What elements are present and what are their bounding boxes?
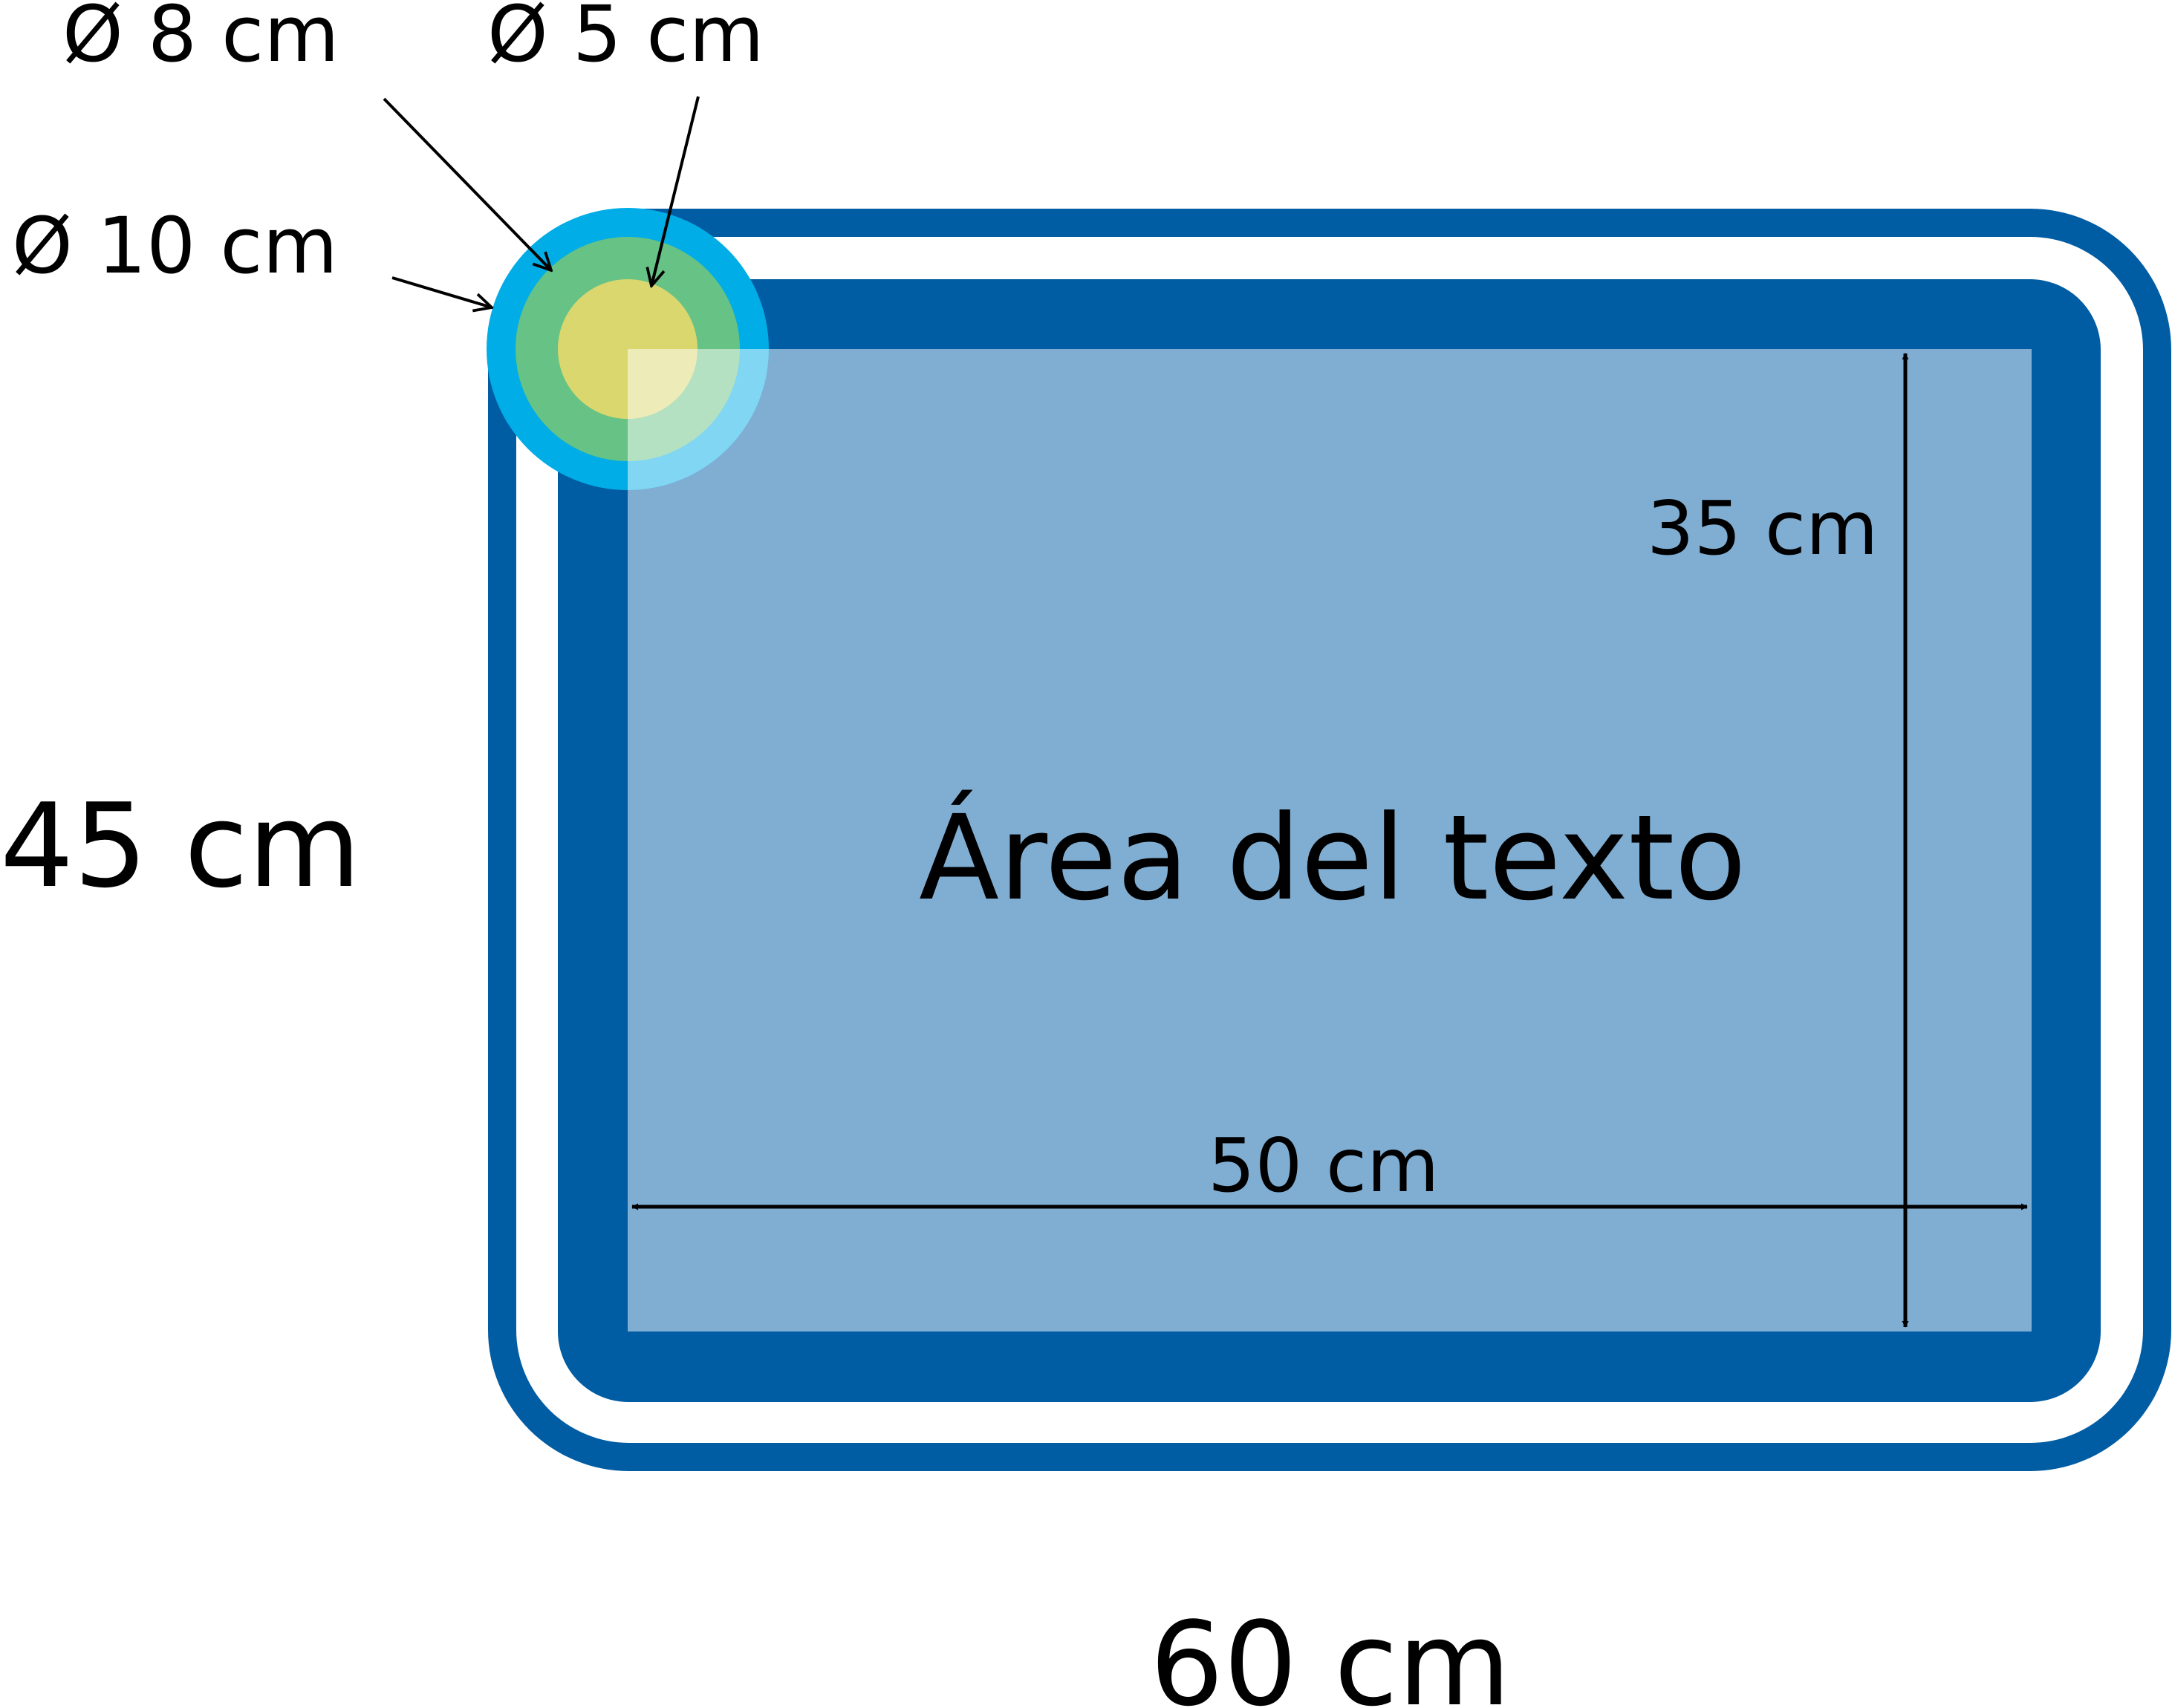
label-text-area-height: 35 cm	[1647, 485, 1878, 572]
leader-arrow-8cm	[383, 97, 551, 270]
label-diameter-10: Ø 10 cm	[12, 201, 338, 291]
leader-arrow-10cm	[391, 276, 492, 307]
label-diameter-8: Ø 8 cm	[62, 0, 339, 79]
label-text-area-width: 50 cm	[1208, 1122, 1439, 1209]
label-total-height: 45 cm	[0, 778, 361, 913]
label-total-width: 60 cm	[1150, 1597, 1511, 1708]
circle-overlay-quadrant	[628, 349, 769, 490]
label-diameter-5: Ø 5 cm	[487, 0, 764, 79]
leader-arrow-5cm	[651, 96, 700, 286]
text-area	[628, 349, 2032, 1331]
label-text-area: Área del texto	[919, 789, 1746, 927]
